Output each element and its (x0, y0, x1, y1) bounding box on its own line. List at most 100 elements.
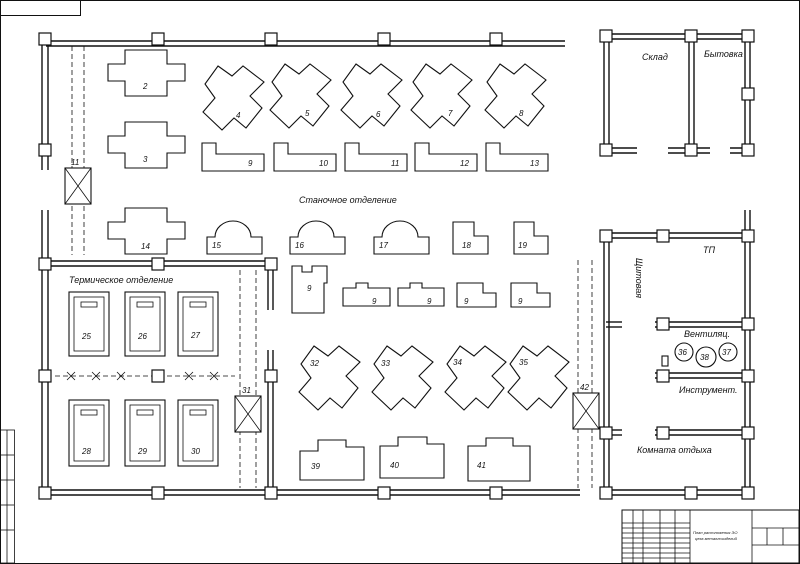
svg-text:29: 29 (137, 447, 147, 456)
furnace-29: 29 (124, 399, 166, 467)
svg-text:35: 35 (519, 358, 528, 367)
machine-5: 5 (269, 63, 332, 129)
svg-text:12: 12 (460, 159, 469, 168)
svg-text:40: 40 (390, 461, 399, 470)
room-label-ventilyac: Вентиляц. (684, 329, 730, 339)
svg-text:14: 14 (141, 242, 150, 251)
room-label-sklad: Склад (642, 52, 668, 62)
svg-text:9: 9 (307, 284, 312, 293)
machine-13: 13 (485, 142, 549, 172)
svg-text:4: 4 (236, 111, 241, 120)
machine-9-small-d: 9 (510, 282, 551, 308)
room-label-stanochnoe: Станочное отделение (299, 195, 397, 205)
svg-text:26: 26 (137, 332, 147, 341)
room-label-termicheskoe: Термическое отделение (69, 275, 173, 285)
machine-4: 4 (202, 65, 265, 131)
svg-text:17: 17 (379, 241, 388, 250)
svg-text:28: 28 (81, 447, 91, 456)
machine-9-small-b: 9 (397, 282, 445, 307)
machine-15: 15 (206, 220, 263, 255)
svg-text:19: 19 (518, 241, 527, 250)
fan-37: 37 (718, 342, 738, 362)
machine-17: 17 (373, 220, 430, 255)
crane-42: 42 (572, 383, 600, 430)
machine-9-small-a: 9 (342, 282, 391, 307)
machine-32: 32 (298, 345, 361, 411)
machine-7: 7 (410, 63, 473, 129)
machine-2: 2 (107, 49, 186, 97)
fan-stub (661, 355, 669, 367)
svg-text:2: 2 (142, 82, 148, 91)
svg-text:41: 41 (477, 461, 486, 470)
svg-text:25: 25 (81, 332, 91, 341)
machine-19: 19 (513, 221, 549, 255)
left-margin-strip (0, 429, 15, 564)
svg-text:33: 33 (381, 359, 390, 368)
svg-text:9: 9 (427, 297, 432, 306)
cross-marks (66, 371, 219, 381)
machine-9-tall: 9 (291, 265, 328, 314)
top-corner-box (0, 0, 81, 16)
furnace-27: 27 (177, 291, 219, 357)
machine-40: 40 (379, 436, 445, 479)
svg-text:15: 15 (212, 241, 221, 250)
svg-text:30: 30 (191, 447, 200, 456)
furnace-26: 26 (124, 291, 166, 357)
svg-text:10: 10 (319, 159, 328, 168)
machine-41: 41 (467, 437, 531, 482)
crane-11: 11 (64, 158, 92, 205)
svg-text:31: 31 (242, 386, 251, 395)
svg-text:6: 6 (376, 110, 381, 119)
svg-text:32: 32 (310, 359, 319, 368)
svg-text:8: 8 (519, 109, 524, 118)
machine-16: 16 (289, 220, 346, 255)
svg-text:7: 7 (448, 109, 453, 118)
room-label-shchitovaya: Щитовая (634, 258, 644, 298)
machine-8: 8 (484, 63, 547, 129)
svg-text:27: 27 (190, 331, 200, 340)
machine-39: 39 (299, 439, 365, 481)
machine-6: 6 (340, 63, 403, 129)
machine-18: 18 (452, 221, 489, 255)
columns (38, 29, 755, 500)
room-label-tp: ТП (703, 245, 715, 255)
svg-text:39: 39 (311, 462, 320, 471)
machine-14: 14 (107, 207, 186, 255)
title-block (621, 509, 800, 564)
svg-text:9: 9 (248, 159, 253, 168)
title-line-1: План расположения ЭО (693, 530, 737, 535)
machine-33: 33 (371, 345, 434, 411)
machine-35: 35 (507, 345, 570, 411)
fan-36: 36 (674, 342, 694, 362)
machine-34: 34 (444, 345, 507, 411)
furnace-30: 30 (177, 399, 219, 467)
machine-9-small-c: 9 (456, 282, 497, 308)
machine-9-top: 9 (201, 142, 265, 172)
machine-3: 3 (107, 121, 186, 169)
furnace-25: 25 (68, 291, 110, 357)
svg-text:42: 42 (580, 383, 589, 392)
svg-text:9: 9 (464, 297, 469, 306)
machine-10: 10 (273, 142, 337, 172)
svg-text:11: 11 (71, 158, 79, 167)
svg-text:37: 37 (722, 348, 731, 357)
svg-text:11: 11 (391, 159, 399, 168)
machine-12: 12 (414, 142, 478, 172)
machine-11: 11 (344, 142, 408, 172)
svg-text:13: 13 (530, 159, 539, 168)
svg-text:38: 38 (700, 353, 709, 362)
svg-text:9: 9 (372, 297, 377, 306)
crane-31: 31 (234, 386, 262, 433)
room-label-instrument: Инструмент. (679, 385, 738, 395)
svg-text:5: 5 (305, 109, 310, 118)
svg-text:34: 34 (453, 358, 462, 367)
furnace-28: 28 (68, 399, 110, 467)
svg-text:36: 36 (678, 348, 687, 357)
svg-text:18: 18 (462, 241, 471, 250)
title-line-2: цеха металлоизделий (695, 536, 738, 541)
room-label-komnata: Комната отдыха (637, 445, 712, 455)
fan-38: 38 (695, 346, 717, 368)
svg-text:16: 16 (295, 241, 304, 250)
svg-text:9: 9 (518, 297, 523, 306)
